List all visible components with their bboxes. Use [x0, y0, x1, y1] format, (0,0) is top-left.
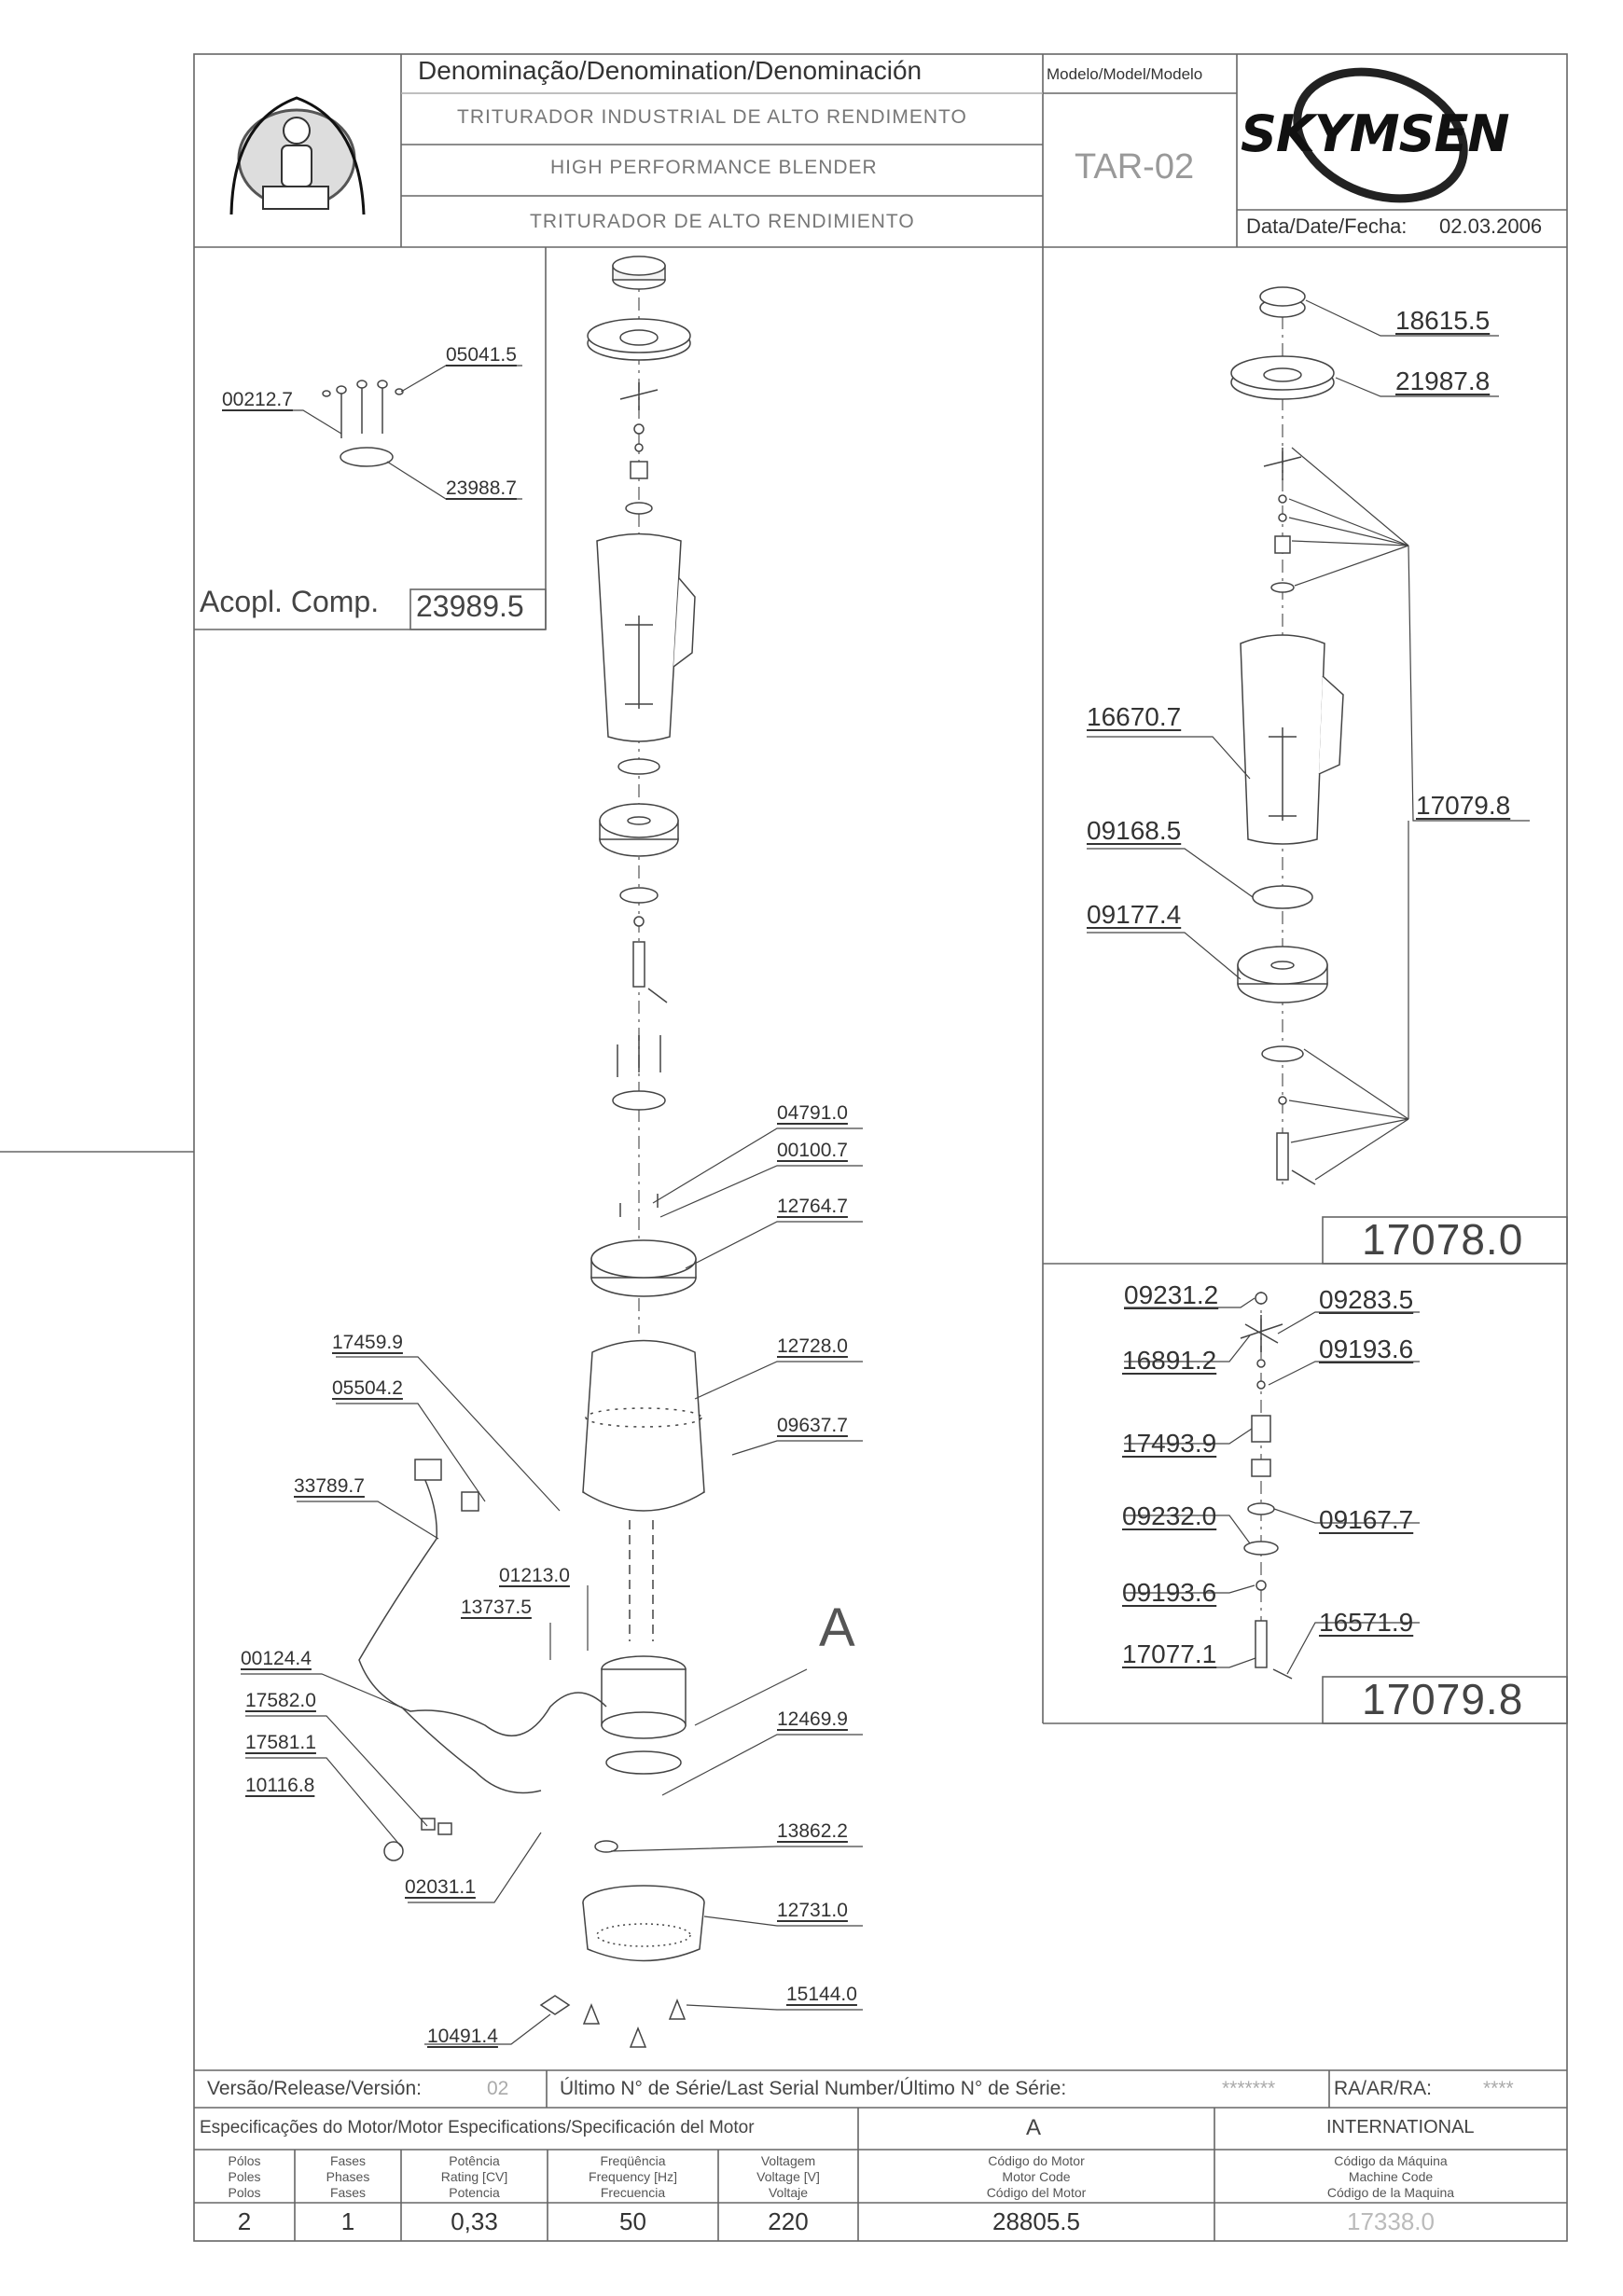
kit-17078-drawing: [1230, 286, 1344, 1185]
part-label: 09637.7: [777, 1415, 848, 1436]
ra-value: ****: [1483, 2078, 1514, 2099]
spec-header-poles: Pólos Poles Polos: [228, 2153, 261, 2200]
spec-value-machine-code: 17338.0: [1347, 2207, 1435, 2235]
spec-value-phases: 1: [340, 2207, 355, 2235]
version-label: Versão/Release/Versión:: [207, 2078, 422, 2099]
product-name-en: HIGH PERFORMANCE BLENDER: [550, 157, 878, 178]
part-label: 17079.8: [1416, 791, 1511, 820]
coupling-leaders: [222, 365, 522, 500]
part-label: 00212.7: [222, 389, 293, 410]
spec-value-rating: 0,33: [451, 2207, 498, 2235]
part-label: 23988.7: [446, 477, 517, 499]
spec-header-phases: Fases Phases Fases: [326, 2153, 370, 2200]
authorized-service-seal: [229, 96, 366, 215]
part-label: 09283.5: [1319, 1285, 1414, 1314]
model-value: TAR-02: [1075, 147, 1195, 187]
part-label: 12731.0: [777, 1900, 848, 1921]
callout-a: A: [819, 1598, 855, 1658]
part-label: 13862.2: [777, 1820, 848, 1842]
kit-17079-drawing: [1240, 1292, 1293, 1680]
part-label: 00100.7: [777, 1140, 848, 1161]
part-label: 17077.1: [1122, 1639, 1217, 1668]
part-label: 02031.1: [405, 1876, 476, 1898]
brand-logo: SKYMSEN: [1241, 104, 1510, 163]
part-label: 09177.4: [1087, 900, 1182, 929]
part-label: 04791.0: [777, 1102, 848, 1124]
part-label: 01213.0: [499, 1565, 570, 1586]
part-label: 05504.2: [332, 1377, 403, 1399]
acopl-code: 23989.5: [416, 589, 524, 623]
spec-value-motor-code: 28805.5: [992, 2207, 1080, 2235]
part-label: 13737.5: [461, 1597, 532, 1618]
main-exploded-assembly: [358, 256, 705, 2048]
part-label: 17493.9: [1122, 1429, 1217, 1458]
date-label: Data/Date/Fecha:: [1246, 214, 1408, 238]
part-label: 10116.8: [245, 1775, 315, 1796]
date-value: 02.03.2006: [1439, 214, 1543, 238]
serial-value: *******: [1222, 2078, 1276, 2099]
spec-value-poles: 2: [237, 2207, 252, 2235]
part-label: 16891.2: [1122, 1346, 1217, 1375]
motor-variant: A: [1026, 2115, 1042, 2140]
part-label: 15144.0: [786, 1984, 857, 2005]
part-label: 05041.5: [446, 344, 517, 366]
part-label: 17581.1: [245, 1732, 316, 1753]
motor-spec-label: Especificações do Motor/Motor Especifica…: [200, 2118, 755, 2137]
spec-value-voltage: 220: [768, 2207, 809, 2235]
part-label: 33789.7: [294, 1475, 365, 1497]
denomination-title: Denominação/Denomination/Denominación: [418, 56, 922, 85]
version-value: 02: [487, 2078, 509, 2099]
coupling-assembly-drawing: [322, 380, 404, 467]
part-label: 17582.0: [245, 1690, 316, 1711]
acopl-label: Acopl. Comp.: [200, 585, 380, 618]
part-label: 12469.9: [777, 1708, 848, 1730]
main-leaders: [241, 1127, 863, 2045]
product-name-es: TRITURADOR DE ALTO RENDIMIENTO: [530, 211, 915, 232]
kit-17078-leaders: [1087, 299, 1530, 1181]
ra-label: RA/AR/RA:: [1334, 2078, 1433, 2099]
part-label: 17459.9: [332, 1332, 403, 1353]
sheet-frame: [0, 53, 1568, 2242]
spec-header-voltage: Voltagem Voltage [V] Voltaje: [756, 2153, 820, 2200]
part-label: 09232.0: [1122, 1501, 1217, 1530]
kit-17079-code: 17079.8: [1362, 1675, 1524, 1723]
part-label: 09193.6: [1319, 1335, 1414, 1363]
part-label: 16670.7: [1087, 702, 1182, 731]
brand-swoosh: [1293, 67, 1468, 203]
part-label: 21987.8: [1395, 367, 1491, 395]
kit-17078-code: 17078.0: [1362, 1215, 1524, 1264]
spec-header-rating: Potência Rating [CV] Potencia: [440, 2153, 508, 2200]
kit-17079-leaders: [1124, 1297, 1420, 1675]
part-label: 12764.7: [777, 1196, 848, 1217]
market-label: INTERNATIONAL: [1326, 2117, 1475, 2137]
part-label: 00124.4: [241, 1648, 312, 1669]
part-label: 09168.5: [1087, 816, 1182, 845]
part-label: 09167.7: [1319, 1505, 1414, 1534]
spec-header-frequency: Freqüência Frequency [Hz] Frecuencia: [589, 2153, 677, 2200]
part-label: 16571.9: [1319, 1608, 1414, 1637]
spec-header-motor-code: Código do Motor Motor Code Código del Mo…: [986, 2153, 1087, 2200]
part-label: 09231.2: [1124, 1280, 1219, 1309]
part-label: 10491.4: [427, 2026, 498, 2047]
part-label: 09193.6: [1122, 1578, 1217, 1607]
spec-value-frequency: 50: [619, 2207, 646, 2235]
part-label: 12728.0: [777, 1335, 848, 1357]
spec-header-machine-code: Código da Máquina Machine Code Código de…: [1326, 2153, 1455, 2200]
product-name-pt: TRITURADOR INDUSTRIAL DE ALTO RENDIMENTO: [457, 106, 967, 128]
part-label: 18615.5: [1395, 306, 1491, 335]
model-label: Modelo/Model/Modelo: [1047, 65, 1203, 83]
serial-label: Último N° de Série/Last Serial Number/Úl…: [560, 2078, 1067, 2099]
